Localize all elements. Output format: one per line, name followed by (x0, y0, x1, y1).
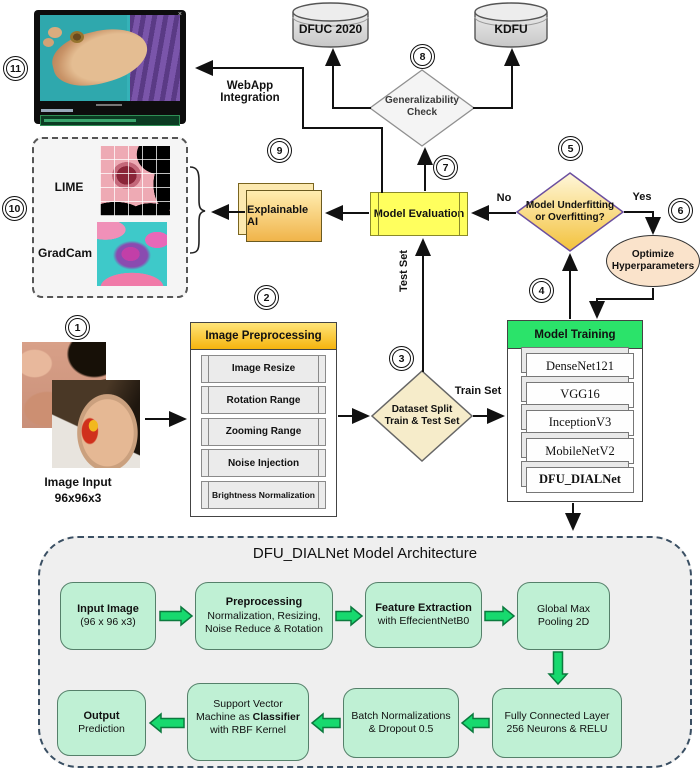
prediction-banner (40, 115, 180, 126)
dataset-split-label: Dataset Split Train & Test Set (384, 404, 460, 427)
model-candidate: InceptionV3 (526, 409, 634, 436)
test-set-label: Test Set (398, 250, 410, 292)
arch-feature-extraction-box: Feature Extraction with EffecientNetB0 (365, 582, 482, 648)
model-candidate: VGG16 (526, 381, 634, 408)
brace-xai-outputs (189, 166, 206, 254)
step-badge-10: 10 (2, 196, 27, 221)
gradcam-label: GradCam (37, 246, 93, 260)
arrow-to-kdfu (473, 48, 520, 109)
model-evaluation-label: Model Evaluation (373, 208, 465, 220)
close-icon: × (177, 11, 182, 18)
architecture-title: DFU_DIALNet Model Architecture (252, 545, 478, 562)
model-training-node: Model Training DenseNet121 VGG16 Incepti… (507, 320, 643, 502)
banner-text-line (44, 119, 136, 122)
photo-caption-line (96, 104, 122, 106)
model-training-title: Model Training (508, 321, 642, 349)
arch-batch-norm-box: Batch Normalizations & Dropout 0.5 (343, 688, 459, 758)
generalizability-label: Generalizability Check (385, 95, 459, 118)
toe (48, 27, 62, 38)
step-badge-2: 2 (254, 285, 279, 310)
step-badge-6: 6 (668, 198, 693, 223)
step-badge-7: 7 (433, 155, 458, 180)
webapp-foot-photo (40, 15, 180, 101)
model-evaluation-node: Model Evaluation (370, 192, 468, 236)
step-badge-4: 4 (529, 278, 554, 303)
webapp-screenshot: × (34, 10, 186, 126)
explainable-ai-label: Explainable AI (247, 204, 309, 228)
preprocessing-step: Noise Injection (201, 449, 326, 477)
preprocessing-step: Rotation Range (201, 386, 326, 414)
arch-global-max-pooling-box: Global Max Pooling 2D (517, 582, 610, 650)
yes-label: Yes (632, 191, 652, 203)
arch-svm-classifier-box: Support Vector Machine as Classifier wit… (187, 683, 309, 761)
webapp-integration-label: WebApp Integration (220, 80, 280, 104)
step-badge-5: 5 (558, 136, 583, 161)
input-foot-image-2 (52, 380, 140, 468)
image-preprocessing-node: Image Preprocessing Image Resize Rotatio… (190, 322, 337, 517)
arch-output-box: Output Prediction (57, 690, 146, 756)
database-kdfu-label: KDFU (494, 22, 528, 36)
explainable-ai-node: Explainable AI (246, 190, 322, 242)
arch-fully-connected-box: Fully Connected Layer 256 Neurons & RELU (492, 688, 622, 758)
preprocessing-step: Brightness Normalization (201, 480, 326, 509)
image-preprocessing-title: Image Preprocessing (191, 323, 336, 350)
model-candidate-dfu-dialnet: DFU_DIALNet (526, 466, 634, 493)
step-badge-11: 11 (3, 56, 28, 81)
preprocessing-step: Zooming Range (201, 417, 326, 446)
database-dfuc-label: DFUC 2020 (298, 22, 363, 36)
arrow-yes (624, 211, 661, 235)
model-candidate: DenseNet121 (526, 353, 634, 380)
ulcer-spot (70, 31, 84, 43)
gradcam-heatmap-image (97, 222, 167, 286)
step-badge-8: 8 (410, 44, 435, 69)
lime-explanation-image (100, 146, 170, 216)
step-badge-9: 9 (267, 138, 292, 163)
train-set-label: Train Set (454, 385, 502, 397)
arch-input-image-box: Input Image (96 x 96 x3) (60, 582, 156, 650)
arch-preprocessing-box: Preprocessing Normalization, Resizing, N… (195, 582, 333, 650)
optimize-hyperparameters-node: Optimize Hyperparameters (606, 235, 700, 287)
model-candidate: MobileNetV2 (526, 438, 634, 465)
image-input-caption: Image Input 96x96x3 (44, 475, 112, 505)
preprocessing-step: Image Resize (201, 354, 326, 383)
arrow-to-dfuc (325, 48, 371, 109)
step-badge-1: 1 (65, 315, 90, 340)
prediction-text-line (41, 109, 73, 112)
underfitting-label: Model Underfitting or Overfitting? (525, 200, 615, 223)
lime-label: LIME (54, 180, 84, 194)
step-badge-3: 3 (389, 346, 414, 371)
no-label: No (496, 192, 512, 204)
toe (43, 38, 54, 47)
arrow-optimize-to-training (589, 288, 654, 319)
